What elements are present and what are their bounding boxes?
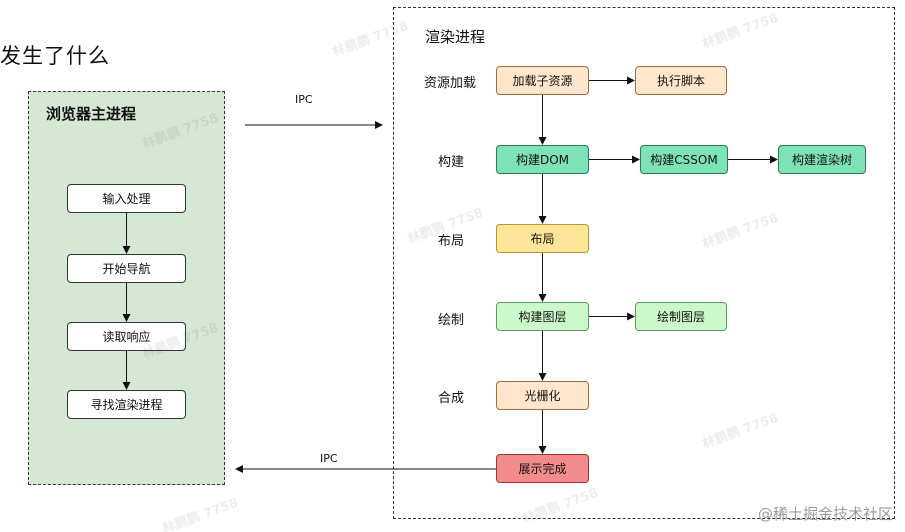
- stage-label-layout: 布局: [438, 234, 465, 249]
- page-title: 发生了什么: [0, 44, 110, 68]
- browser-main-process-title: 浏览器主进程: [46, 105, 137, 123]
- node-build-dom: 构建DOM: [496, 145, 589, 174]
- step-input-handling: 输入处理: [67, 184, 186, 213]
- node-display-complete: 展示完成: [496, 454, 589, 483]
- browser-main-process-panel: [28, 91, 225, 485]
- footer-watermark: @稀土掘金技术社区: [757, 505, 893, 523]
- node-execute-script: 执行脚本: [635, 66, 727, 95]
- step-find-renderer: 寻找渲染进程: [67, 390, 186, 419]
- node-rasterize: 光栅化: [496, 381, 589, 410]
- node-layout: 布局: [496, 224, 589, 253]
- watermark: 林鹏鹏 7758: [160, 495, 241, 532]
- renderer-process-title: 渲染进程: [425, 28, 486, 46]
- node-build-layers: 构建图层: [496, 302, 589, 331]
- ipc-label-forward: IPC: [295, 93, 313, 106]
- node-load-subresources: 加载子资源: [496, 66, 589, 95]
- stage-label-resource-loading: 资源加载: [424, 76, 477, 91]
- stage-label-paint: 绘制: [438, 313, 465, 328]
- ipc-label-back: IPC: [320, 452, 338, 465]
- node-paint-layers: 绘制图层: [635, 302, 727, 331]
- step-start-navigation: 开始导航: [67, 254, 186, 283]
- stage-label-composite: 合成: [438, 391, 465, 406]
- stage-label-build: 构建: [438, 155, 465, 170]
- step-read-response: 读取响应: [67, 322, 186, 351]
- node-build-cssom: 构建CSSOM: [640, 145, 728, 174]
- node-build-render-tree: 构建渲染树: [778, 145, 866, 174]
